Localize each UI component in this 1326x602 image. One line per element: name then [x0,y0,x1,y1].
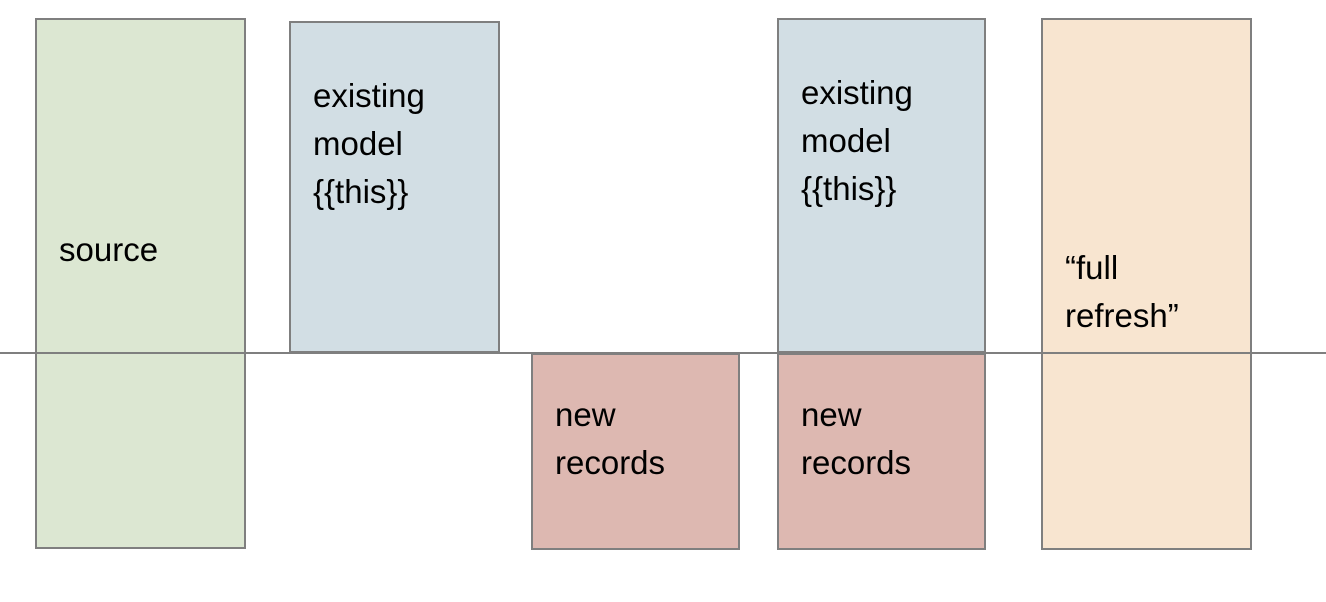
box-full-refresh-label: “full refresh” [1065,249,1179,334]
box-existing-model-2-label: existing model {{this}} [801,74,913,207]
box-new-records-1-label: new records [555,396,666,481]
box-source-label: source [59,231,159,268]
box-new-records-2-label: new records [801,396,912,481]
box-existing-model-1-label: existing model {{this}} [313,77,425,210]
box-existing-model-1[interactable]: existing model {{this}} [289,21,500,353]
box-full-refresh[interactable]: “full refresh” [1041,18,1252,550]
box-existing-model-2[interactable]: existing model {{this}} [777,18,986,353]
box-new-records-1[interactable]: new records [531,353,740,550]
box-new-records-2[interactable]: new records [777,353,986,550]
box-source[interactable]: source [35,18,246,549]
horizontal-divider [0,352,1326,354]
